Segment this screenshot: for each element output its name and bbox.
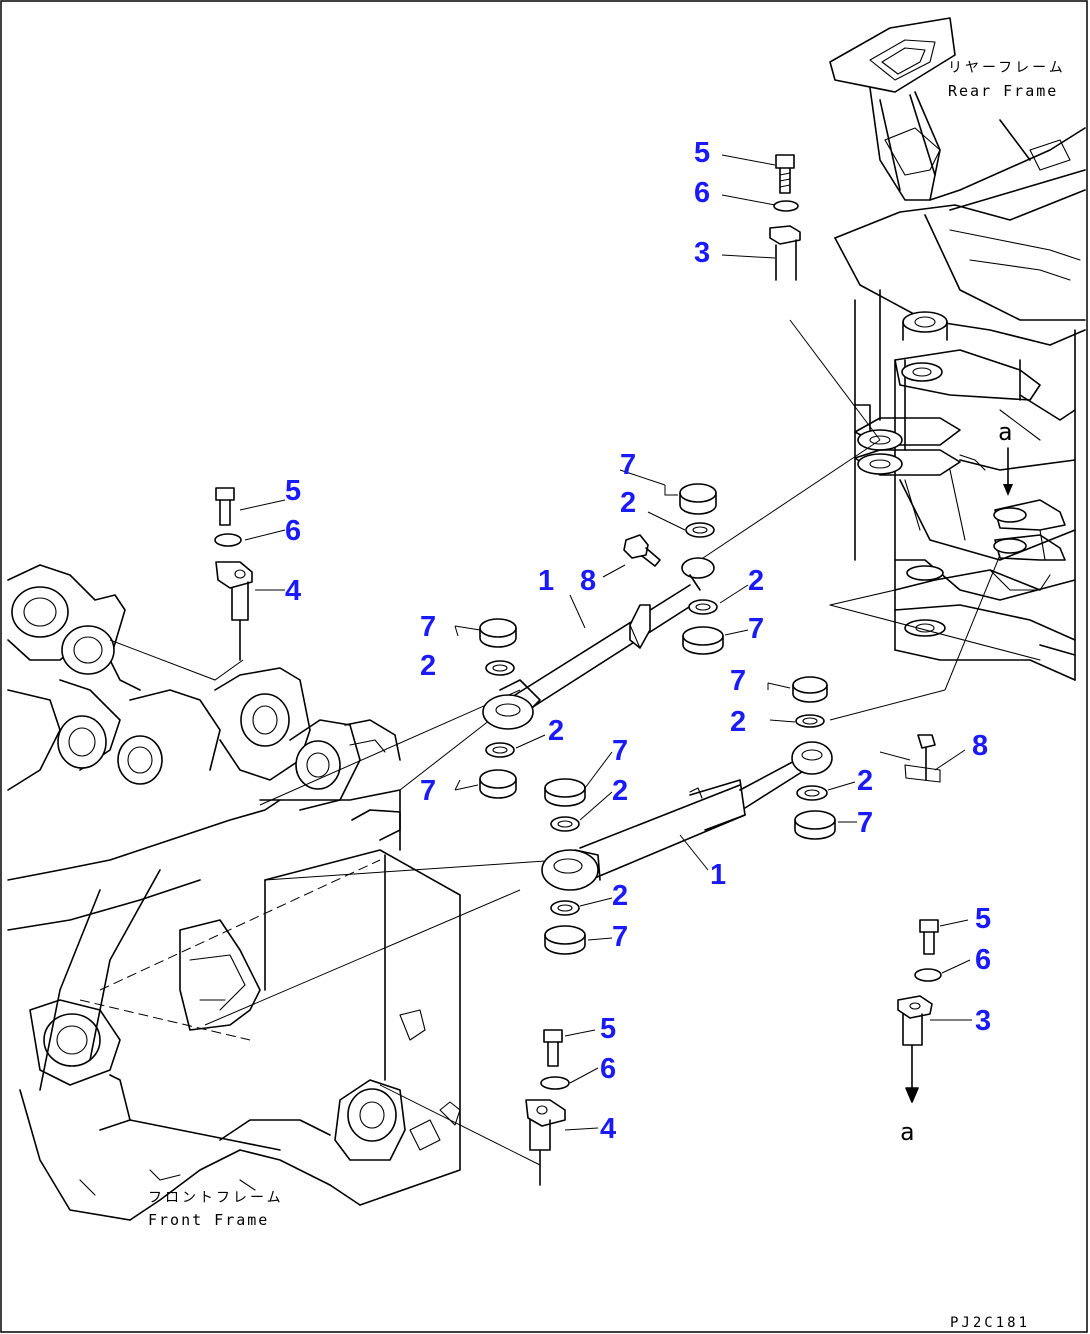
pin-4-left — [215, 561, 253, 661]
callout-6-top: 6 — [694, 177, 710, 209]
seal-2-g — [550, 816, 580, 832]
callout-1-upper: 1 — [538, 565, 554, 597]
bolt-5-top — [775, 154, 795, 194]
callout-8-upper: 8 — [580, 565, 596, 597]
alignment-lines — [109, 319, 1001, 1166]
washer-6-right — [914, 968, 942, 982]
callout-2-d: 2 — [548, 715, 564, 747]
seal-2-b — [688, 599, 718, 615]
callout-7-h: 7 — [612, 921, 628, 953]
callout-2-a: 2 — [620, 487, 636, 519]
upper-cylinder — [482, 557, 715, 730]
bushing-7-e — [792, 676, 828, 703]
callout-3-top: 3 — [694, 237, 710, 269]
lower-cylinder — [541, 741, 833, 891]
bushing-7-c — [479, 618, 517, 648]
callout-7-f: 7 — [857, 807, 873, 839]
grease-fitting-8-upper — [623, 534, 661, 567]
bushing-7-a — [679, 483, 717, 515]
callout-2-e: 2 — [730, 706, 746, 738]
ref-a-top: a — [998, 418, 1012, 446]
arrow-a-top-head — [1003, 484, 1013, 496]
washer-6-top — [773, 200, 799, 212]
bolt-5-bottom — [543, 1029, 563, 1067]
callout-4-bottom: 4 — [600, 1113, 616, 1145]
bolt-5-right — [919, 919, 939, 955]
washer-6-left — [214, 533, 242, 547]
callout-7-e: 7 — [730, 665, 746, 697]
front-frame-drawing — [7, 564, 461, 1221]
callout-6-left: 6 — [285, 515, 301, 547]
callout-7-g: 7 — [612, 735, 628, 767]
callout-leaders — [239, 154, 972, 1131]
seal-2-e — [795, 714, 825, 728]
callout-2-b: 2 — [748, 565, 764, 597]
front-frame-label-en: Front Frame — [148, 1211, 269, 1229]
callout-7-c: 7 — [420, 611, 436, 643]
seal-2-f — [796, 785, 828, 801]
washer-6-bottom — [540, 1076, 570, 1090]
callout-2-g: 2 — [612, 775, 628, 807]
callout-1-lower: 1 — [710, 859, 726, 891]
bushing-7-g — [544, 778, 586, 807]
rear-frame-drawing — [829, 17, 1086, 681]
ref-a-bottom: a — [900, 1118, 914, 1146]
seal-2-d — [485, 742, 515, 758]
callout-7-b: 7 — [748, 613, 764, 645]
callout-2-f: 2 — [857, 765, 873, 797]
pin-4-bottom — [525, 1099, 566, 1186]
callout-5-right: 5 — [975, 903, 991, 935]
grease-fitting-8-lower — [904, 734, 941, 783]
front-frame-label-jp: フロントフレーム — [148, 1190, 284, 1206]
rear-frame-label-en: Rear Frame — [948, 82, 1058, 100]
callout-numbers: 5 6 3 5 6 4 7 2 1 8 2 7 7 2 2 7 7 2 8 2 … — [285, 137, 991, 1145]
rear-frame-label-jp: リヤーフレーム — [948, 60, 1066, 76]
pin-3-top — [769, 225, 801, 281]
seal-2-a — [685, 522, 715, 538]
bolt-5-left — [215, 487, 235, 526]
callout-5-bottom: 5 — [600, 1013, 616, 1045]
callout-8-lower: 8 — [972, 730, 988, 762]
callout-2-c: 2 — [420, 650, 436, 682]
pin-3-right — [897, 995, 933, 1103]
callout-4-left: 4 — [285, 575, 301, 607]
bushing-7-f — [794, 810, 836, 840]
bushing-7-h — [544, 925, 586, 955]
callout-7-d: 7 — [420, 775, 436, 807]
callout-5-left: 5 — [285, 475, 301, 507]
callout-5-top: 5 — [694, 137, 710, 169]
drawing-code: PJ2C181 — [950, 1315, 1030, 1331]
callout-6-bottom: 6 — [600, 1053, 616, 1085]
callout-2-h: 2 — [612, 880, 628, 912]
seal-2-c — [485, 660, 515, 676]
bushing-7-b — [682, 626, 724, 655]
callout-6-right: 6 — [975, 944, 991, 976]
bushing-7-d — [479, 769, 517, 799]
callout-7-a: 7 — [620, 449, 636, 481]
callout-3-bottom: 3 — [975, 1005, 991, 1037]
seal-2-h — [550, 900, 580, 916]
